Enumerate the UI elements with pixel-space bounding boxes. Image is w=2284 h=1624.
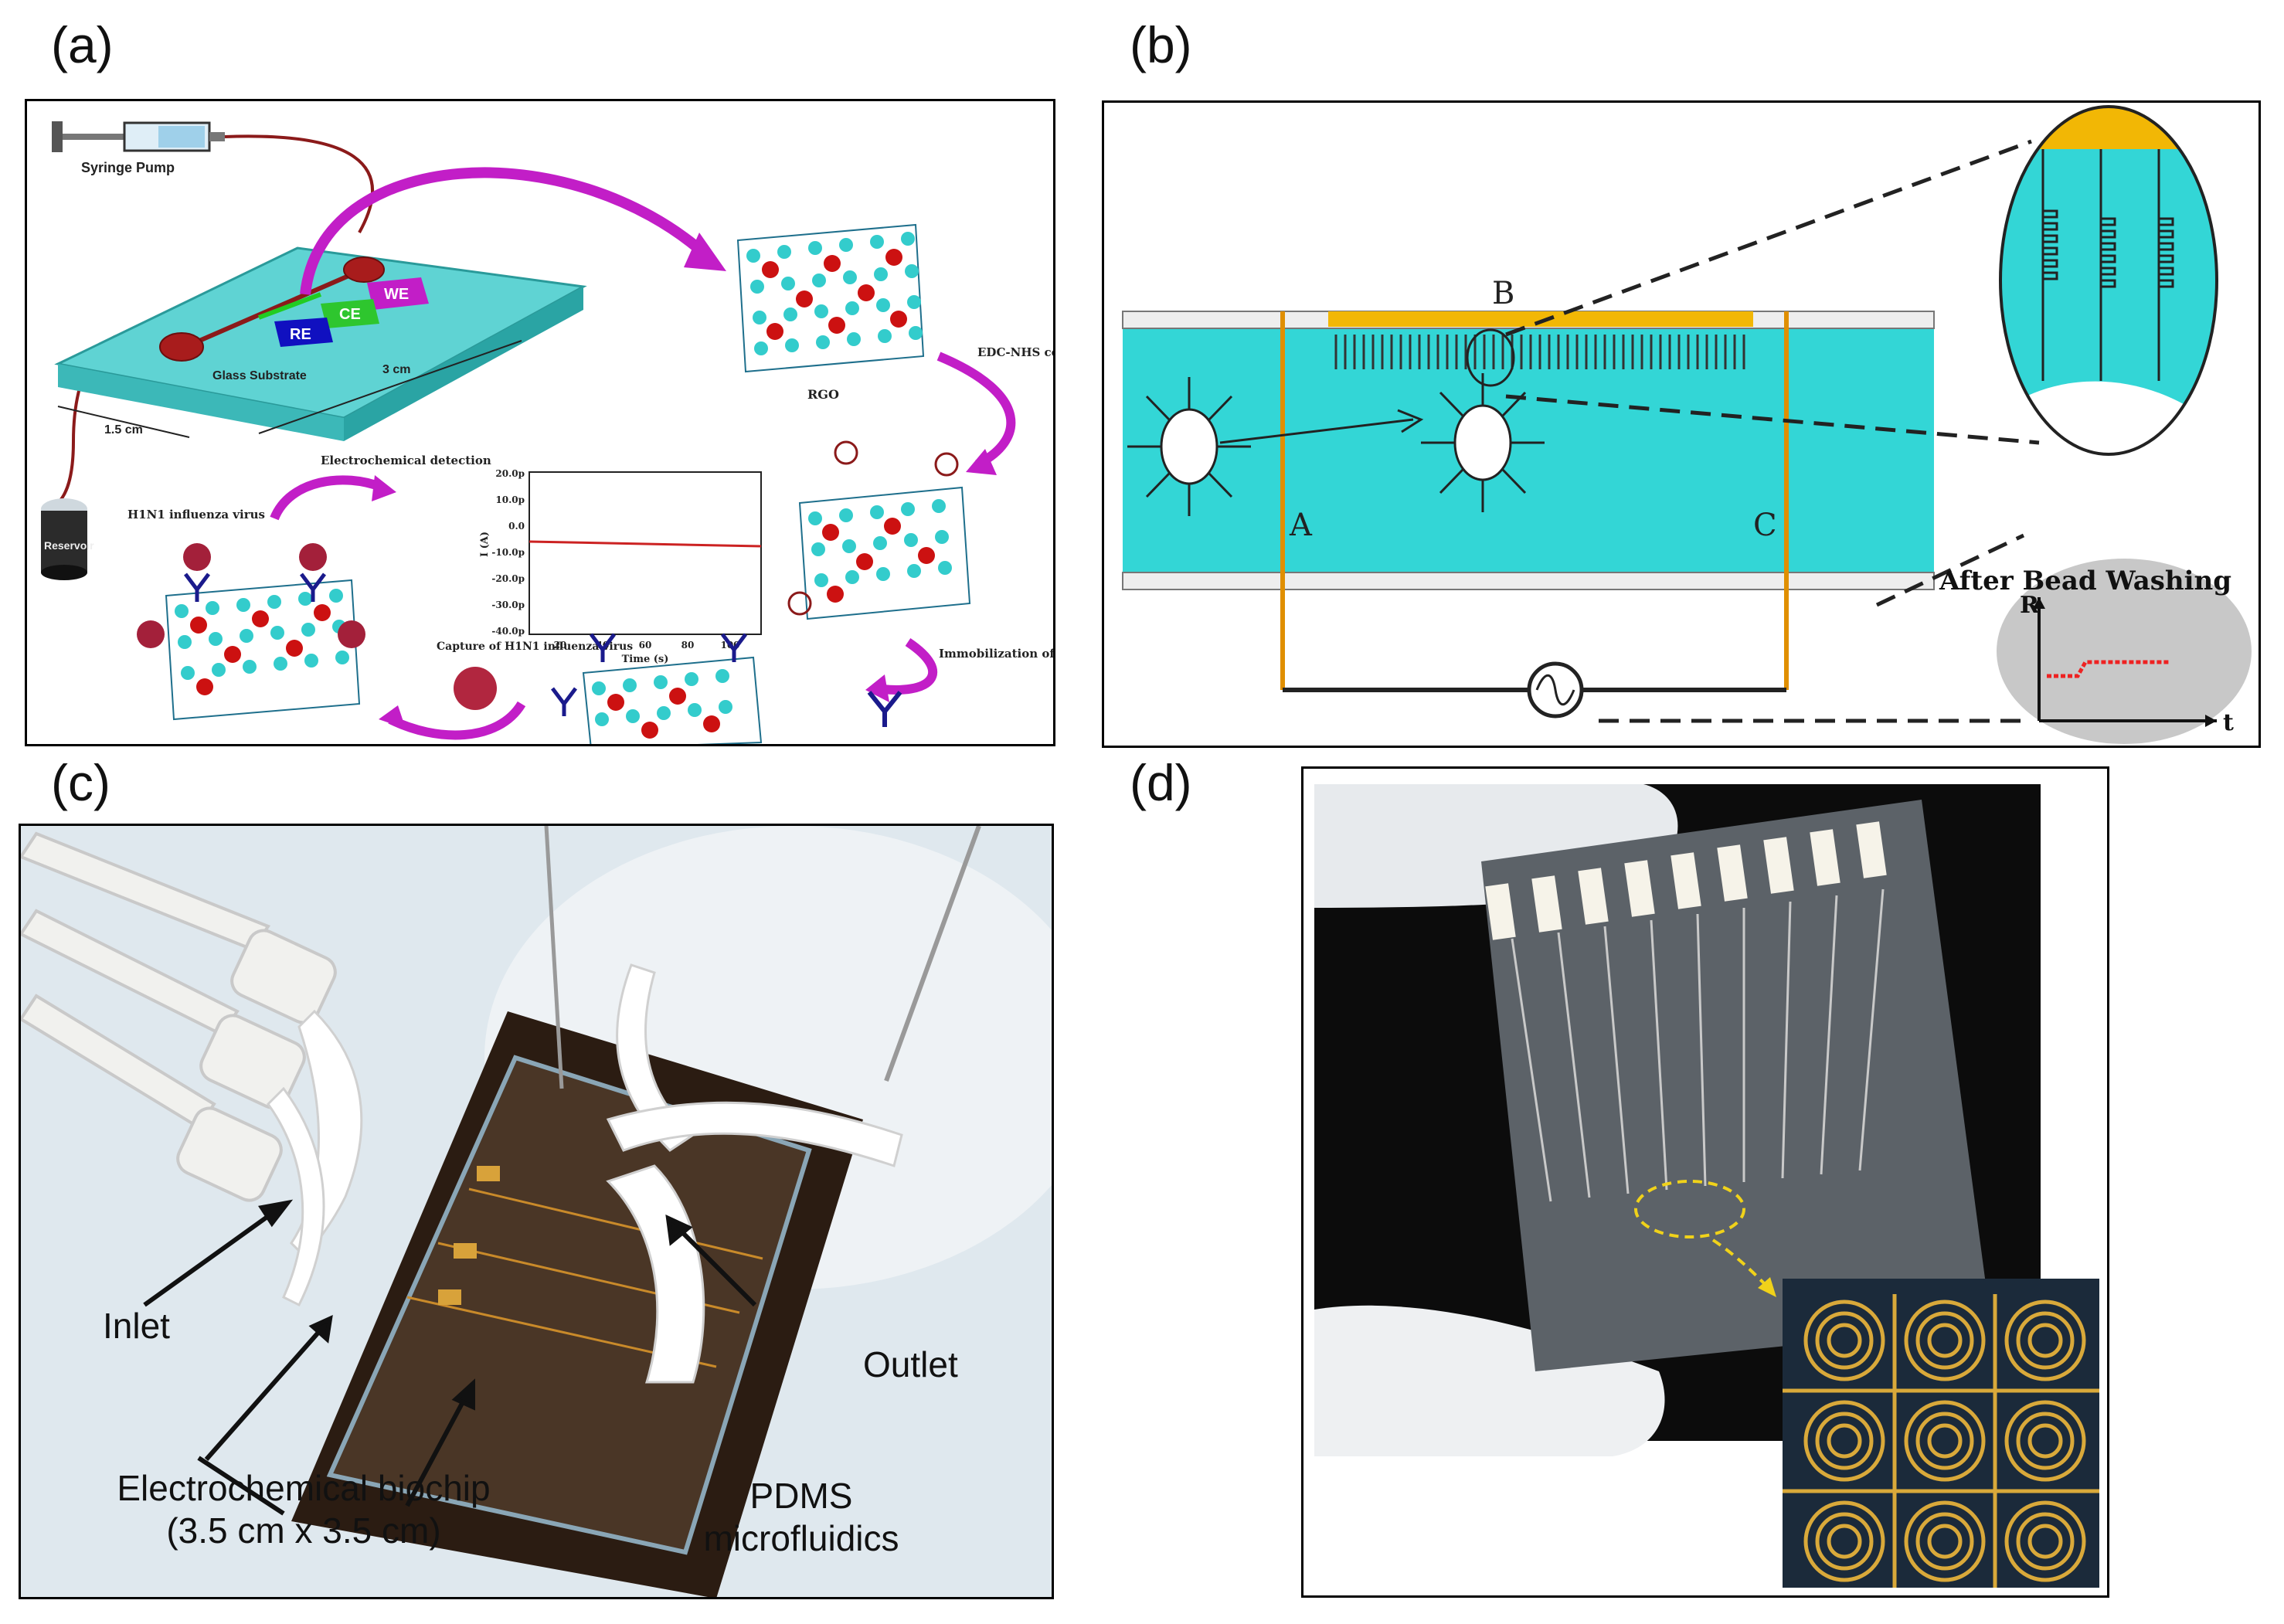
panel-label-d: (d) xyxy=(1130,754,1192,811)
svg-text:0.0: 0.0 xyxy=(508,521,525,532)
svg-text:-10.0p: -10.0p xyxy=(491,547,525,558)
electrode-a xyxy=(1280,311,1285,690)
capture-label: Capture of H1N1 influenza virus xyxy=(437,640,633,653)
point-c: C xyxy=(1753,508,1777,543)
re-label: RE xyxy=(290,326,311,343)
panel-label-b: (b) xyxy=(1130,16,1192,73)
zoom-oval xyxy=(1999,105,2218,456)
svg-text:-20.0p: -20.0p xyxy=(491,573,525,584)
axis-t: t xyxy=(2223,709,2234,736)
sensor-photo xyxy=(1314,784,2099,1588)
panel-b-diagram: B A C xyxy=(1122,105,2252,744)
panel-a-frame: Syringe Pump WE CE RE Glass Substrate 1.… xyxy=(25,99,1055,746)
glass-label: Glass Substrate xyxy=(212,369,307,382)
reservoir-icon xyxy=(41,498,87,580)
panel-label-a: (a) xyxy=(51,16,114,73)
inlet-label: Inlet xyxy=(103,1306,170,1346)
current-plot: 20.0p 10.0p 0.0 -10.0p -20.0p -30.0p -40… xyxy=(479,468,762,665)
antibody-sheet xyxy=(551,633,763,744)
detect-label: Electrochemical detection xyxy=(321,454,491,467)
panel-b-frame: B A C xyxy=(1102,100,2261,748)
capture-sheet xyxy=(137,543,365,721)
immob-label: Immobilization of Antibody xyxy=(939,647,1055,661)
plot-ylabel: I (A) xyxy=(479,532,491,557)
svg-text:10.0p: 10.0p xyxy=(495,494,525,505)
svg-text:60: 60 xyxy=(639,640,652,651)
dim-short-label: 1.5 cm xyxy=(104,423,143,437)
zoom-region xyxy=(1634,1180,1745,1238)
bead-left xyxy=(1127,377,1251,516)
panel-a-diagram: Syringe Pump WE CE RE Glass Substrate 1.… xyxy=(41,121,1055,744)
svg-text:20.0p: 20.0p xyxy=(495,468,525,479)
dim-long-label: 3 cm xyxy=(382,363,410,376)
ce-label: CE xyxy=(339,306,361,323)
pdms-label: PDMS microfluidics xyxy=(678,1475,925,1560)
syringe-label: Syringe Pump xyxy=(81,160,175,175)
edc-label: EDC-NHS coupling xyxy=(977,345,1055,359)
functionalized-sheet xyxy=(787,440,971,620)
bead-right xyxy=(1421,373,1545,512)
chip-photo xyxy=(21,826,1052,1597)
axis-r: R xyxy=(2020,592,2040,619)
plot-xlabel: Time (s) xyxy=(622,654,669,665)
we-label: WE xyxy=(384,286,409,303)
svg-text:-30.0p: -30.0p xyxy=(491,600,525,610)
reservoir-label: Reservoir xyxy=(44,539,94,552)
inset-title: After Bead Washing xyxy=(1939,566,2231,596)
rgo-sheet xyxy=(736,223,925,373)
panel-label-c: (c) xyxy=(51,754,110,811)
electrode-c xyxy=(1784,311,1789,690)
point-b: B xyxy=(1492,276,1514,311)
pdms-micro: microfluidics xyxy=(703,1518,899,1559)
chip-label: Electrochemical biochip (3.5 cm x 3.5 cm… xyxy=(64,1467,543,1552)
svg-text:80: 80 xyxy=(681,640,695,651)
chip-size: (3.5 cm x 3.5 cm) xyxy=(166,1510,441,1551)
antibody-icon xyxy=(867,691,902,727)
point-a: A xyxy=(1289,508,1313,543)
virus-label: H1N1 influenza virus xyxy=(127,508,265,522)
svg-text:20: 20 xyxy=(554,640,567,651)
rgo-label: RGO xyxy=(807,387,839,402)
panel-c-frame: Inlet Outlet Electrochemical biochip (3.… xyxy=(19,824,1054,1599)
sensor-chip xyxy=(1481,800,1991,1371)
electrode-array-inset xyxy=(1783,1279,2099,1588)
svg-text:-40.0p: -40.0p xyxy=(491,626,525,637)
microchannel xyxy=(1123,327,1934,574)
inset-oval xyxy=(1997,559,2252,744)
glass-substrate xyxy=(54,246,587,441)
outlet-label: Outlet xyxy=(863,1344,958,1384)
panel-d-frame xyxy=(1301,766,2109,1598)
electrode-b xyxy=(1328,311,1753,327)
chip-name: Electrochemical biochip xyxy=(117,1468,491,1508)
virus-icon xyxy=(454,667,497,710)
syringe-pump-icon xyxy=(52,121,225,152)
pdms-name: PDMS xyxy=(749,1476,853,1516)
